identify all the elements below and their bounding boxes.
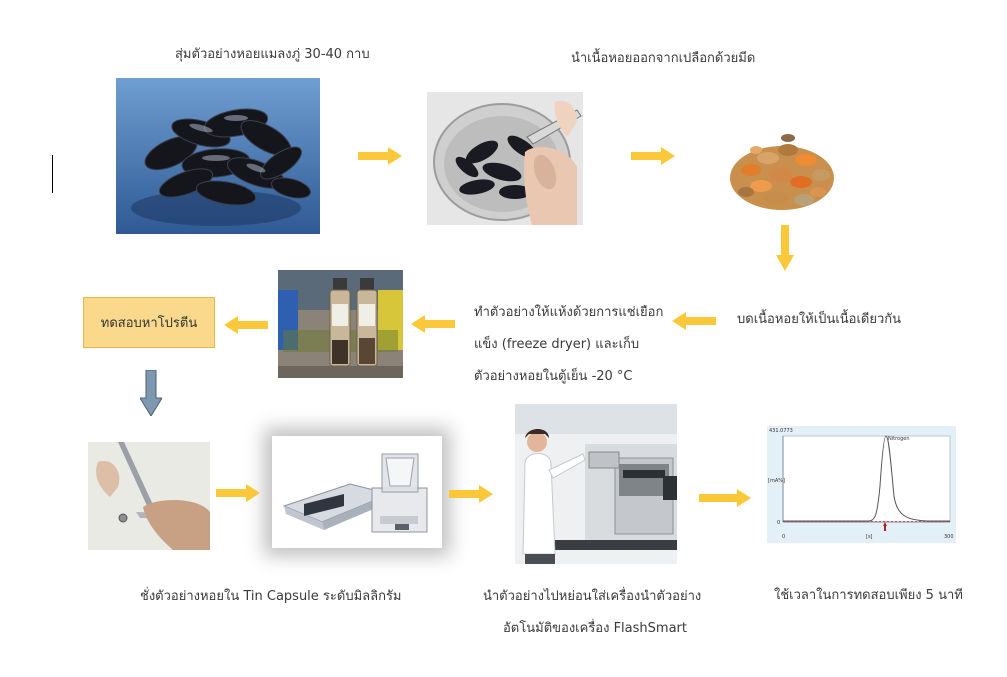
protein-test-box: ทดสอบหาโปรตีน	[83, 297, 215, 348]
arrow-right-icon	[358, 147, 402, 165]
step-4-label-line2: แข็ง (freeze dryer) และเก็บ	[474, 337, 640, 352]
sample-vials-image	[278, 270, 403, 378]
step-4-label-line1: ทำตัวอย่างให้แห้งด้วยการแช่เยือก	[474, 305, 664, 320]
arrow-right-icon	[449, 485, 493, 503]
step-3-label: บดเนื้อหอยให้เป็นเนื้อเดียวกัน	[737, 312, 902, 327]
x-mid-label: [s]	[866, 534, 873, 540]
mussel-meat-image	[726, 120, 838, 214]
mussels-in-water-image	[116, 78, 320, 234]
arrow-right-icon	[216, 484, 260, 502]
x-start-label: 0	[782, 534, 785, 540]
tin-capsule-image	[88, 442, 210, 550]
arrow-right-icon	[631, 147, 675, 165]
arrow-left-icon	[411, 315, 455, 333]
microbalance-image	[272, 436, 442, 548]
text-cursor	[52, 155, 53, 193]
shucking-mussels-image	[427, 92, 583, 225]
y-zero-label: 0	[777, 520, 780, 526]
arrow-down-gray-icon	[140, 370, 162, 416]
chromatogram-image: 431.0773 [mA%] 0 0 [s] 300 Nitrogen	[767, 426, 956, 543]
arrow-right-icon	[699, 489, 751, 507]
step-7-label-line1: นำตัวอย่างไปหย่อนใส่เครื่องนำตัวอย่าง	[483, 589, 702, 604]
step-7-label-line2: อัตโนมัติของเครื่อง FlashSmart	[503, 621, 687, 636]
y-unit-label: [mA%]	[768, 478, 785, 484]
arrow-left-icon	[672, 312, 716, 330]
step-8-label: ใช้เวลาในการทดสอบเพียง 5 นาที	[774, 588, 963, 603]
step-6-label: ชั่งตัวอย่างหอยใน Tin Capsule ระดับมิลลิ…	[140, 589, 402, 604]
protein-test-label: ทดสอบหาโปรตีน	[100, 316, 198, 331]
arrow-down-icon	[776, 225, 794, 271]
arrow-left-icon	[224, 316, 268, 334]
nitrogen-peak-label: Nitrogen	[888, 436, 910, 442]
x-end-label: 300	[944, 534, 954, 540]
step-1-label: สุ่มตัวอย่างหอยแมลงภู่ 30-40 กาบ	[175, 47, 370, 62]
flashsmart-instrument-image	[515, 404, 677, 564]
step-4-label-line3: ตัวอย่างหอยในตู้เย็น -20 °C	[474, 369, 633, 384]
y-top-label: 431.0773	[769, 428, 793, 434]
step-2-label: นำเนื้อหอยออกจากเปลือกด้วยมีด	[571, 51, 756, 66]
